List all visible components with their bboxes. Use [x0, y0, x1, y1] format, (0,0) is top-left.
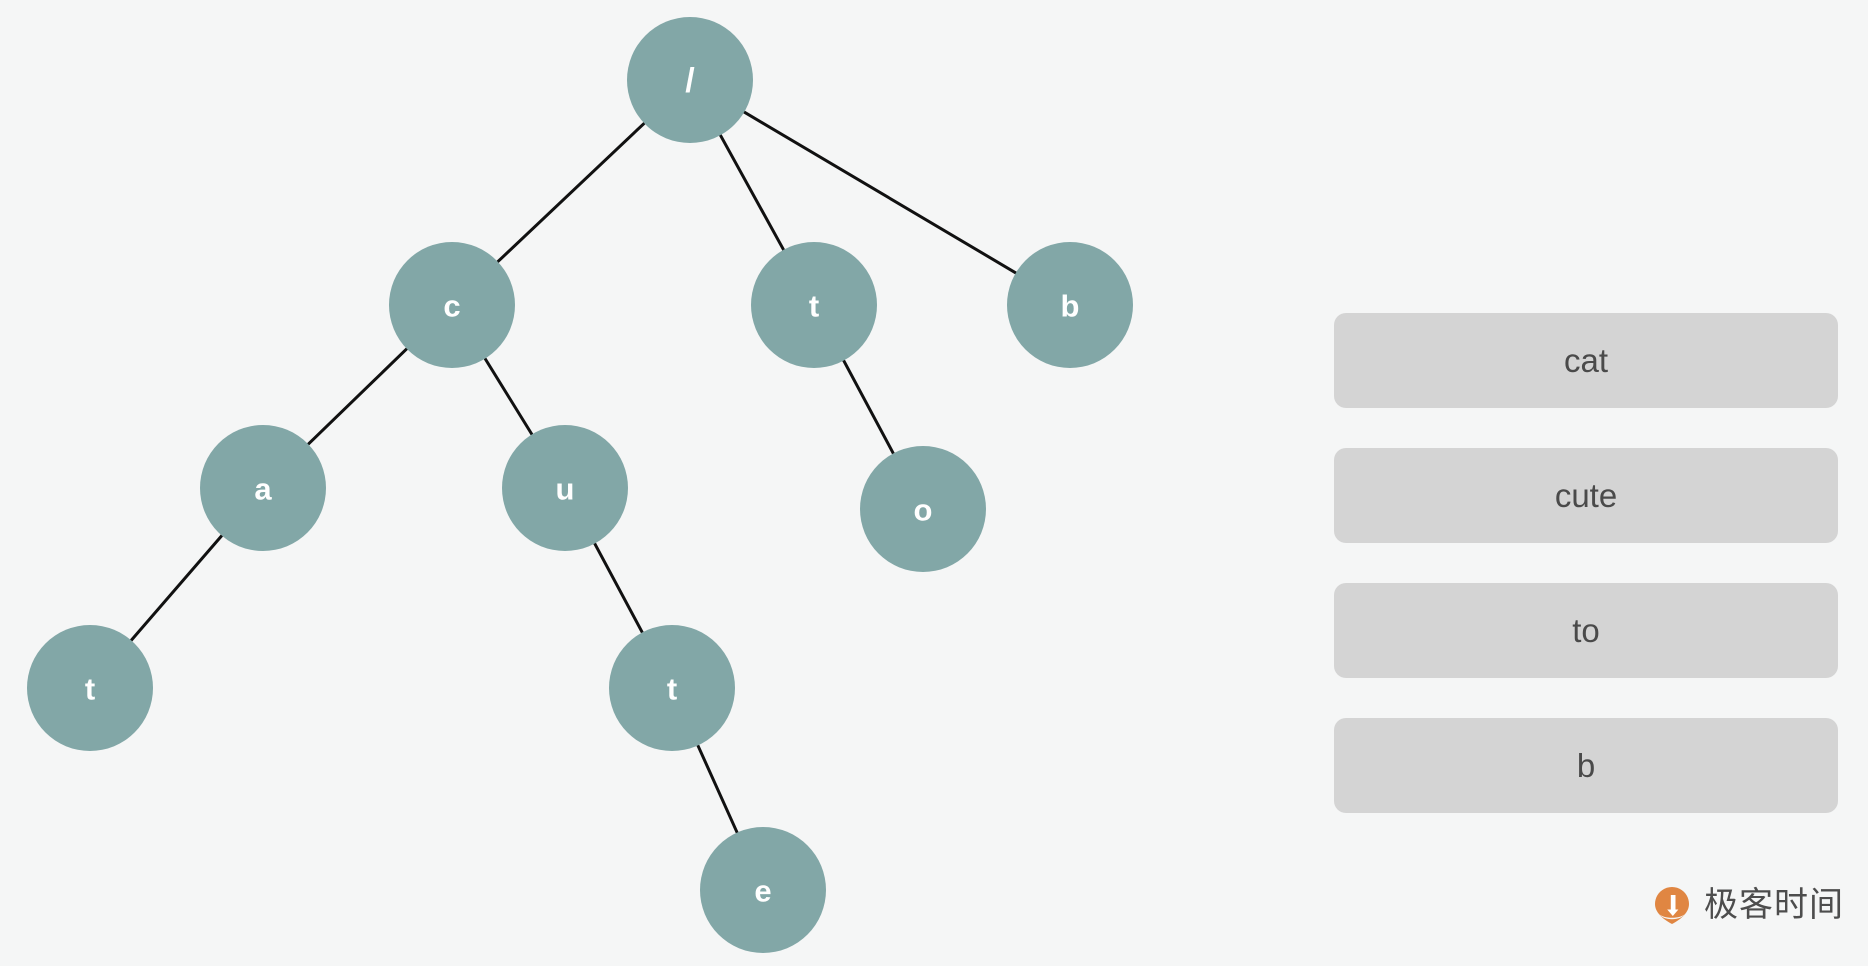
word-button-b[interactable]: b	[1334, 718, 1838, 813]
tree-node[interactable]: c	[389, 242, 515, 368]
tree-node[interactable]: u	[502, 425, 628, 551]
tree-node-circle[interactable]	[609, 625, 735, 751]
tree-node-circle[interactable]	[860, 446, 986, 572]
tree-edge	[483, 357, 534, 436]
tree-node[interactable]: /	[627, 17, 753, 143]
tree-node-circle[interactable]	[389, 242, 515, 368]
tree-node-label: t	[667, 672, 677, 707]
tree-node-label: e	[754, 874, 771, 909]
tree-node-label: b	[1061, 289, 1080, 324]
tree-edge	[842, 359, 895, 455]
tree-node[interactable]: e	[700, 827, 826, 953]
tree-edge	[129, 534, 224, 642]
tree-edge	[696, 743, 739, 835]
geektime-logo-icon	[1652, 885, 1692, 925]
tree-node-circle[interactable]	[200, 425, 326, 551]
tree-node-circle[interactable]	[751, 242, 877, 368]
tree-nodes-layer: / c t b a u o t t e	[27, 17, 1133, 953]
word-button-cute[interactable]: cute	[1334, 448, 1838, 543]
tree-node-label: /	[685, 62, 695, 100]
tree-edge	[306, 347, 409, 446]
tree-node-label: o	[914, 493, 933, 528]
word-button-label: b	[1576, 746, 1596, 784]
tree-node[interactable]: t	[609, 625, 735, 751]
watermark-text: 极客时间	[1704, 885, 1844, 925]
tree-node[interactable]: o	[860, 446, 986, 572]
tree-node-label: t	[809, 289, 819, 324]
tree-node[interactable]: t	[751, 242, 877, 368]
tree-node[interactable]: t	[27, 625, 153, 751]
tree-edge	[496, 121, 646, 264]
tree-node-circle[interactable]	[502, 425, 628, 551]
tree-edge	[742, 110, 1018, 275]
tree-edge	[593, 542, 644, 634]
tree-node-label: c	[443, 289, 460, 324]
tree-node[interactable]: a	[200, 425, 326, 551]
tree-node-circle[interactable]	[627, 17, 753, 143]
word-button-to[interactable]: to	[1334, 583, 1838, 678]
word-button-cat[interactable]: cat	[1334, 313, 1838, 408]
tree-node-circle[interactable]	[700, 827, 826, 953]
tree-node-circle[interactable]	[27, 625, 153, 751]
tree-edge	[718, 133, 786, 252]
tree-node-circle[interactable]	[1007, 242, 1133, 368]
tree-edges-layer	[129, 110, 1018, 835]
tree-node-label: a	[254, 472, 272, 507]
watermark: 极客时间	[1652, 885, 1844, 925]
tree-node-label: u	[556, 472, 575, 507]
word-button-label: cat	[1563, 341, 1609, 379]
word-button-label: to	[1572, 611, 1600, 649]
word-button-label: cute	[1554, 476, 1618, 514]
word-list: cat cute to b	[1334, 313, 1838, 813]
tree-node-label: t	[85, 672, 95, 707]
tree-node[interactable]: b	[1007, 242, 1133, 368]
